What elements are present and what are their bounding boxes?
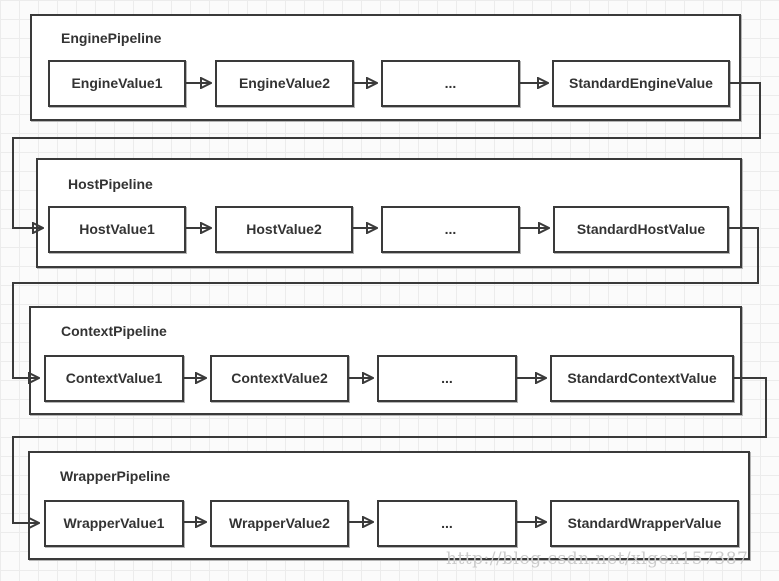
host-ellipsis-node: ... — [381, 206, 520, 253]
engine-pipeline-group: EnginePipeline EngineValue1 EngineValue2… — [30, 14, 741, 121]
standard-wrapper-value-node: StandardWrapperValue — [550, 500, 739, 547]
wrapper-ellipsis-node: ... — [377, 500, 517, 547]
watermark-text: http://blog.csdn.net/xlgen157387 — [446, 549, 749, 569]
wrapper-value1-node: WrapperValue1 — [44, 500, 184, 547]
engine-value1-node: EngineValue1 — [48, 60, 186, 107]
host-pipeline-title: HostPipeline — [68, 176, 153, 192]
context-value1-node: ContextValue1 — [44, 355, 184, 402]
context-pipeline-title: ContextPipeline — [61, 323, 167, 339]
wrapper-value2-node: WrapperValue2 — [210, 500, 349, 547]
host-value1-node: HostValue1 — [48, 206, 186, 253]
engine-pipeline-title: EnginePipeline — [61, 30, 162, 46]
standard-context-value-node: StandardContextValue — [550, 355, 734, 402]
context-value2-node: ContextValue2 — [210, 355, 349, 402]
wrapper-pipeline-title: WrapperPipeline — [60, 468, 171, 484]
context-ellipsis-node: ... — [377, 355, 517, 402]
engine-value2-node: EngineValue2 — [215, 60, 354, 107]
standard-engine-value-node: StandardEngineValue — [552, 60, 730, 107]
engine-ellipsis-node: ... — [381, 60, 520, 107]
context-pipeline-group: ContextPipeline ContextValue1 ContextVal… — [29, 306, 742, 415]
host-pipeline-group: HostPipeline HostValue1 HostValue2 ... S… — [36, 158, 742, 268]
standard-host-value-node: StandardHostValue — [553, 206, 729, 253]
wrapper-pipeline-group: WrapperPipeline WrapperValue1 WrapperVal… — [28, 451, 750, 560]
host-value2-node: HostValue2 — [215, 206, 353, 253]
